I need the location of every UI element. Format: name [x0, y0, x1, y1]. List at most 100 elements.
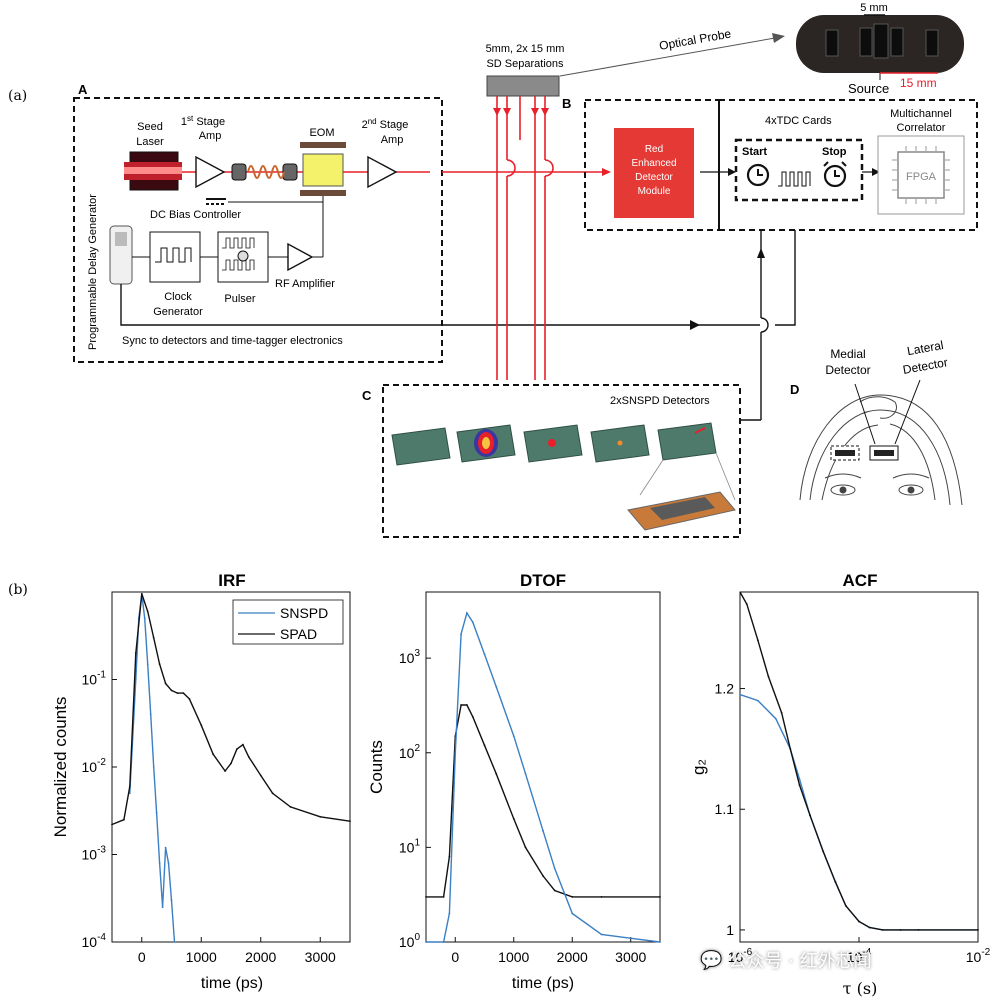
data-point — [483, 653, 486, 656]
y-tick-label: 100 — [399, 932, 421, 950]
data-point — [442, 896, 445, 898]
data-point — [659, 896, 661, 898]
irf-title: IRF — [218, 571, 245, 590]
data-point — [173, 941, 176, 943]
data-point — [542, 875, 544, 877]
y-tick-label: 1.2 — [715, 681, 735, 697]
probe-connector-icon — [486, 75, 560, 97]
medial-label-2: Detector — [825, 363, 870, 377]
data-point — [259, 774, 262, 777]
data-point — [140, 593, 143, 595]
lateral-label-2: Detector — [902, 355, 949, 377]
sync-line — [120, 284, 760, 326]
data-point — [881, 929, 884, 931]
sync-label: Sync to detectors and time-tagger electr… — [122, 335, 343, 347]
data-point — [442, 941, 445, 943]
rf-amplifier-icon — [287, 242, 314, 272]
data-point — [745, 603, 748, 605]
first-amp-triangle-icon — [195, 155, 226, 189]
clock-label-2: Generator — [153, 306, 203, 318]
data-point — [834, 880, 837, 883]
box-label-c: C — [362, 388, 372, 403]
data-point — [454, 751, 457, 754]
y-tick-label: 1 — [726, 922, 734, 938]
data-point — [134, 678, 137, 681]
data-point — [149, 713, 152, 716]
y-tick-label: 10-4 — [82, 932, 107, 950]
data-point — [739, 693, 741, 696]
svg-text:Enhanced: Enhanced — [631, 158, 676, 169]
data-point — [448, 855, 451, 858]
data-point — [247, 756, 250, 758]
data-point — [789, 748, 792, 750]
y-tick-label: 103 — [399, 648, 421, 666]
data-point — [822, 850, 825, 853]
isolator-icon — [282, 163, 298, 181]
box-c — [382, 384, 741, 538]
acf-title: ACF — [843, 571, 878, 590]
clock-label-1: Clock — [164, 291, 192, 303]
data-point — [460, 704, 462, 706]
data-point — [152, 636, 155, 639]
scale-5mm-label: 5 mm — [860, 2, 888, 14]
svg-text:Module: Module — [638, 186, 671, 197]
start-clock-icon — [746, 163, 770, 187]
y-tick-label: 10-3 — [82, 845, 107, 863]
data-point — [757, 639, 759, 642]
irf-xlabel: time (ps) — [201, 975, 263, 992]
data-point — [448, 912, 451, 915]
seed-laser-label-2: Laser — [136, 136, 164, 148]
data-point — [170, 689, 173, 692]
y-tick-label: 10-1 — [82, 670, 107, 688]
data-point — [600, 933, 603, 936]
acf-xlabel: τ (s) — [843, 979, 878, 998]
tdc-start-label: Start — [742, 146, 767, 158]
acf-plot-area — [739, 591, 979, 943]
data-point — [471, 621, 474, 624]
data-point — [767, 675, 770, 678]
eom-electrode — [300, 142, 346, 148]
fpga-chip-icon — [877, 135, 965, 215]
eom-electrode — [300, 190, 346, 196]
data-point — [224, 770, 227, 772]
series-spad-line — [426, 704, 660, 898]
y-tick-label: 10-2 — [82, 757, 107, 775]
dtof-plot-area — [425, 591, 661, 943]
panel-label-b: (b) — [8, 582, 28, 598]
seed-laser-icon — [124, 151, 182, 191]
x-tick-label: 2000 — [557, 949, 588, 965]
acf-ylabel: g₂ — [689, 759, 708, 775]
data-point — [512, 735, 515, 737]
irf-plot-area — [111, 591, 351, 943]
stop-alarm-icon — [823, 164, 847, 188]
delay-generator-label: Programmable Delay Generator — [87, 194, 99, 350]
separations-label-1: 5mm, 2x 15 mm — [486, 43, 565, 55]
data-point — [155, 811, 158, 814]
watermark: 💬公众号 · 红外芯闻 — [700, 949, 872, 973]
lateral-label-1: Lateral — [906, 338, 945, 358]
data-point — [553, 867, 556, 870]
data-point — [780, 711, 783, 714]
data-point — [236, 748, 238, 750]
box-label-b: B — [562, 96, 571, 111]
panel-label-a: (a) — [8, 88, 27, 104]
correlator-label-2: Correlator — [897, 122, 946, 134]
data-point — [844, 904, 847, 907]
data-point — [158, 663, 161, 665]
first-amp-label-2: Amp — [199, 130, 222, 142]
optical-probe-label: Optical Probe — [658, 26, 732, 52]
x-tick-label: 3000 — [615, 949, 646, 965]
series-snspd-line — [426, 611, 661, 943]
data-point — [146, 610, 149, 613]
data-point — [289, 806, 292, 808]
x-tick-label: 2000 — [245, 949, 276, 965]
y-tick-label: 102 — [399, 743, 421, 761]
data-point — [542, 829, 544, 832]
y-tick-label: 1.1 — [715, 801, 735, 817]
data-point — [466, 612, 468, 614]
data-point — [158, 862, 161, 864]
snspd-title: 2xSNSPD Detectors — [610, 395, 710, 407]
second-amp-label: 2nd Stage — [362, 117, 409, 131]
box-tdc — [718, 99, 978, 231]
